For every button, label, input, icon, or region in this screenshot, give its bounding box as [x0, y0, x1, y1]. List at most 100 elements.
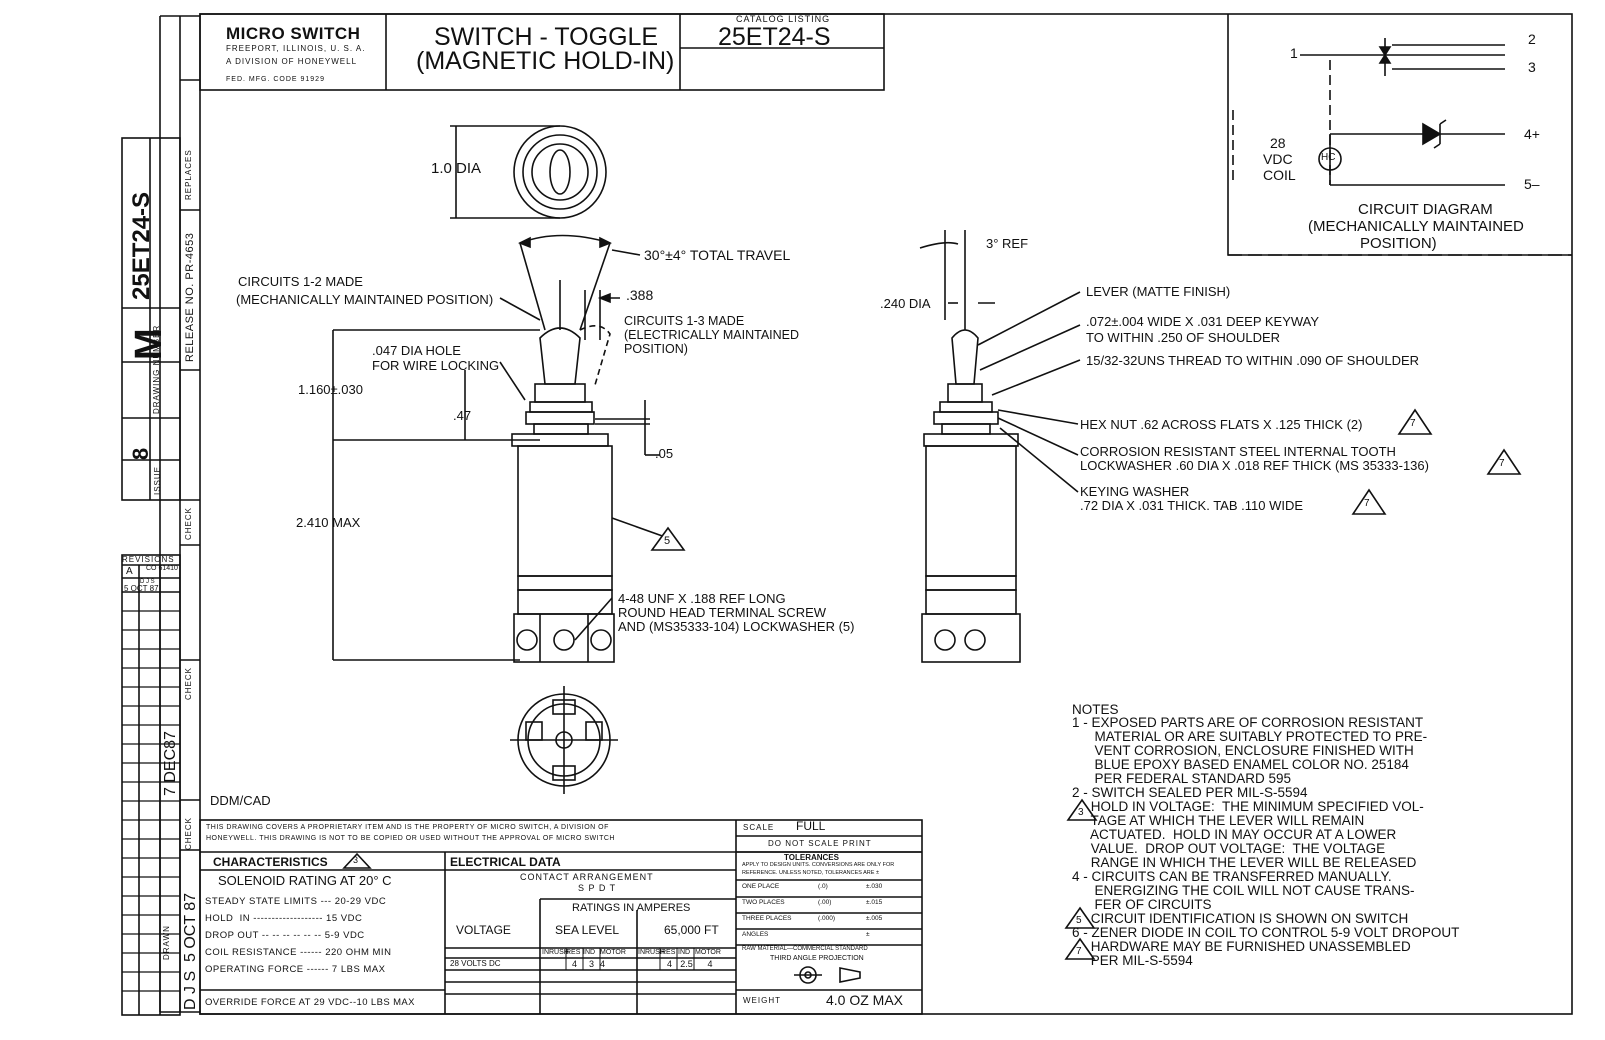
- tol-cell: [818, 931, 866, 947]
- subheader-cell: RES: [566, 949, 581, 956]
- terminal-4: 4+: [1524, 126, 1540, 142]
- issue-label: ISSUE: [153, 465, 162, 495]
- rev-letter: A: [126, 566, 133, 577]
- note-line: ENERGIZING THE COIL WILL NOT CAUSE TRANS…: [1072, 883, 1415, 898]
- tol-cell: TWO PLACES: [742, 899, 785, 906]
- subheader-cell: MOTOR: [695, 949, 721, 956]
- note-line: RANGE IN WHICH THE LEVER WILL BE RELEASE…: [1072, 855, 1417, 870]
- keyway-line2: TO WITHIN .250 OF SHOULDER: [1086, 330, 1281, 345]
- flag-note-7-lockwasher: 7: [1499, 458, 1505, 469]
- drawing-title-line2: (MAGNETIC HOLD-IN): [416, 47, 675, 75]
- note-line: ACTUATED. HOLD IN MAY OCCUR AT A LOWER: [1072, 827, 1397, 842]
- catalog-label: CATALOG LISTING: [736, 14, 831, 24]
- check-label-2: CHECK: [184, 666, 193, 700]
- company-address: FREEPORT, ILLINOIS, U. S. A.: [226, 44, 366, 53]
- rating-cell: [542, 959, 566, 969]
- circuits-1-3-note2: POSITION): [624, 342, 688, 356]
- hole-label: .047 DIA HOLE: [372, 343, 461, 358]
- release-number: RELEASE NO. PR-4653: [184, 232, 196, 362]
- tolerances-header: TOLERANCES: [784, 853, 839, 862]
- dim-1-0-dia: 1.0 DIA: [431, 160, 482, 177]
- terminal-5: 5–: [1524, 176, 1540, 192]
- replaces-label: REPLACES: [184, 149, 193, 200]
- side-drawing-prefix: M: [128, 328, 170, 360]
- row-28-volts: 28 VOLTS DC: [450, 959, 501, 968]
- note-line: CIRCUIT IDENTIFICATION IS SHOWN ON SWITC…: [1072, 911, 1409, 926]
- subheader-cell: INRUSH: [638, 949, 665, 956]
- circuits-1-3-note: (ELECTRICALLY MAINTAINED: [624, 328, 800, 342]
- contact-spdt: S P D T: [578, 883, 617, 893]
- tol-cell: ±.015: [866, 899, 883, 906]
- ratings-header: RATINGS IN AMPERES: [572, 902, 691, 914]
- notes-flag-7: 7: [1076, 946, 1082, 957]
- drawing-title-line1: SWITCH - TOGGLE: [434, 23, 659, 51]
- rating-cell: 4: [571, 959, 577, 969]
- subheader-cell: RES: [661, 949, 676, 956]
- dim-total-travel: 30°±4° TOTAL TRAVEL: [644, 247, 791, 263]
- rating-cell: 4: [707, 959, 713, 969]
- rating-subheaders: INRUSH RES IND MOTOR INRUSH RES IND MOTO…: [542, 949, 736, 956]
- char-row: COIL RESISTANCE ------ 220 OHM MIN: [205, 947, 392, 958]
- terminal-3: 3: [1528, 59, 1536, 75]
- tol-cell: ANGLES: [742, 931, 769, 938]
- flag-note-5-front: 5: [664, 535, 671, 547]
- third-angle-projection: THIRD ANGLE PROJECTION: [770, 955, 864, 962]
- rev-date: 5 OCT 87: [124, 584, 159, 593]
- keying-washer-line1: KEYING WASHER: [1080, 484, 1190, 499]
- characteristics-header: CHARACTERISTICS: [213, 855, 328, 869]
- dim-2-410: 2.410 MAX: [296, 515, 361, 530]
- proprietary-line1: THIS DRAWING COVERS A PROPRIETARY ITEM A…: [206, 824, 609, 831]
- tol-cell: (.00): [818, 899, 832, 906]
- note-line: FER OF CIRCUITS: [1072, 897, 1212, 912]
- coil-vdc: VDC: [1263, 151, 1293, 167]
- notes-flag-3: 3: [1078, 807, 1084, 818]
- circuit-title-line2: (MECHANICALLY MAINTAINED: [1308, 218, 1524, 235]
- weight-label: WEIGHT: [743, 996, 781, 1005]
- circuits-1-2-label: CIRCUITS 1-2 MADE: [238, 274, 363, 289]
- char-row: DROP OUT -- -- -- -- -- -- 5-9 VDC: [205, 930, 365, 941]
- rating-cell: 4: [666, 959, 672, 969]
- tol-cell: ±: [866, 931, 870, 938]
- circuit-title-line3: POSITION): [1360, 235, 1437, 252]
- do-not-scale: DO NOT SCALE PRINT: [768, 839, 872, 848]
- tolerance-note-2: REFERENCE. UNLESS NOTED, TOLERANCES ARE …: [742, 870, 879, 876]
- rating-cell: [638, 959, 661, 969]
- subheader-cell: IND: [678, 949, 691, 956]
- voltage-header: VOLTAGE: [456, 923, 511, 937]
- electrical-data-header: ELECTRICAL DATA: [450, 855, 561, 869]
- drawing-number-label: DRAWING NUMBER: [152, 324, 161, 414]
- char-row: OPERATING FORCE ------ 7 LBS MAX: [205, 964, 386, 975]
- tolerance-note-1: APPLY TO DESIGN UNITS. CONVERSIONS ARE O…: [742, 862, 895, 868]
- subheader-cell: MOTOR: [600, 949, 626, 956]
- circuit-title-line1: CIRCUIT DIAGRAM: [1358, 201, 1493, 218]
- dim-240-dia: .240 DIA: [880, 296, 931, 311]
- override-force: OVERRIDE FORCE AT 29 VDC--10 LBS MAX: [205, 997, 415, 1008]
- screw-spec-line1: 4-48 UNF X .188 REF LONG: [618, 591, 786, 606]
- scale-value: FULL: [796, 819, 826, 833]
- drawn-label: DRAWN: [162, 925, 171, 960]
- company-division: A DIVISION OF HONEYWELL: [226, 57, 358, 66]
- note-line: PER MIL-S-5594: [1072, 953, 1193, 968]
- catalog-number: 25ET24-S: [718, 23, 831, 51]
- side-drawing-number: 25ET24-S: [128, 191, 155, 300]
- note-line: BLUE EPOXY BASED ENAMEL COLOR NO. 25184: [1072, 757, 1409, 772]
- rev-co: CO 61410: [146, 565, 178, 572]
- dim-1-160: 1.160±.030: [298, 382, 363, 397]
- dim-3-ref: 3° REF: [986, 236, 1029, 251]
- note-line: PER FEDERAL STANDARD 595: [1072, 771, 1292, 786]
- hole-purpose: FOR WIRE LOCKING: [372, 358, 500, 373]
- tolerance-row: ONE PLACE (.0) ±.030: [742, 883, 920, 899]
- circuits-1-2-note: (MECHANICALLY MAINTAINED POSITION): [236, 292, 494, 307]
- hc-coil-symbol: HC: [1321, 152, 1336, 163]
- note-line: HARDWARE MAY BE FURNISHED UNASSEMBLED: [1072, 939, 1411, 954]
- char-row: STEADY STATE LIMITS --- 20-29 VDC: [205, 896, 387, 907]
- rating-values-row: 4 3 4 4 2.5 4: [542, 959, 736, 969]
- screw-spec-line2: ROUND HEAD TERMINAL SCREW: [618, 605, 827, 620]
- altitude-header: 65,000 FT: [664, 923, 719, 937]
- check-label: CHECK: [184, 506, 193, 540]
- char-row: HOLD IN ------------------- 15 VDC: [205, 913, 363, 924]
- coil-voltage: 28: [1270, 135, 1286, 151]
- subheader-cell: INRUSH: [542, 949, 569, 956]
- contact-arrangement: CONTACT ARRANGEMENT: [520, 872, 654, 882]
